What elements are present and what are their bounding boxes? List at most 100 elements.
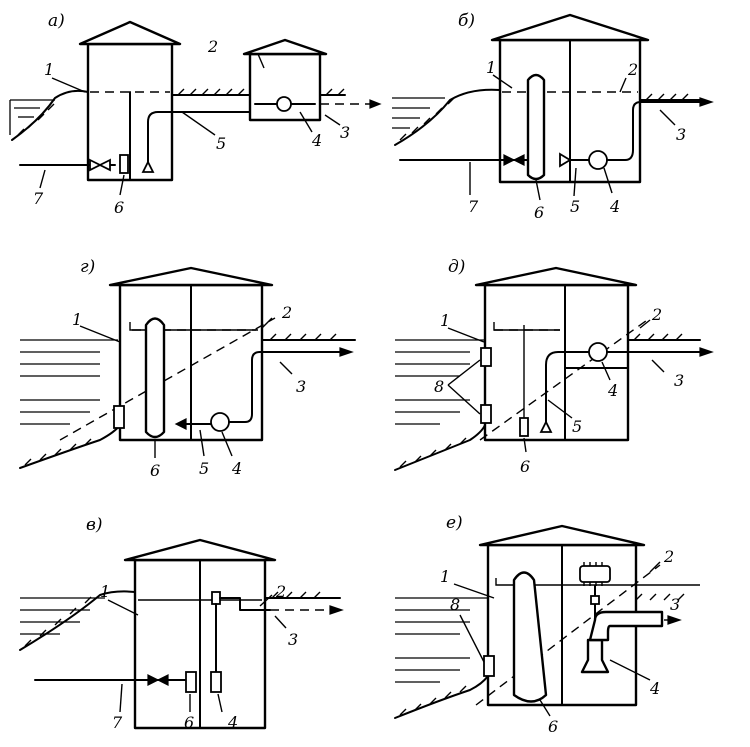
panel-a-bank-hatch <box>17 103 55 136</box>
panel-v: в) 1 2 3 4 6 7 <box>19 515 344 732</box>
panel-g-num-6: 6 <box>150 461 160 480</box>
panel-b-delivery-pipe <box>606 101 701 161</box>
panel-g-num-5: 5 <box>199 459 209 478</box>
panel-e-delivery-pipe <box>588 610 664 642</box>
panel-a-num-6: 6 <box>114 198 124 217</box>
panel-e-dashed-diagonal <box>475 564 661 706</box>
panel-a-num-5: 5 <box>216 134 226 153</box>
panel-a-valve <box>89 158 111 172</box>
panel-e-num-6: 6 <box>548 717 558 736</box>
panel-d-num-8: 8 <box>434 377 444 396</box>
panel-b-num-4: 4 <box>609 197 620 216</box>
panel-g-dashed-diagonal <box>59 317 276 441</box>
panel-e-bank <box>394 675 489 719</box>
panel-b-num-5: 5 <box>570 197 580 216</box>
panel-a-water <box>9 99 55 135</box>
panel-v-screen-6 <box>185 671 197 693</box>
panel-e-window <box>483 655 495 677</box>
panel-b-water <box>392 97 445 129</box>
panel-e-num-3: 3 <box>670 595 680 614</box>
panel-d-num-5: 5 <box>572 417 582 436</box>
panel-d-num-4: 4 <box>607 381 618 400</box>
panel-v-bank <box>19 590 136 651</box>
panel-v-num-7: 7 <box>112 713 123 732</box>
panel-d-screen-6 <box>519 417 529 437</box>
panel-b-label: б) <box>458 11 475 31</box>
panel-e: е) 1 2 3 4 <box>394 513 700 736</box>
panel-a-label: a) <box>48 11 65 31</box>
panel-g-window <box>113 405 125 429</box>
panel-a-num-4: 4 <box>311 131 322 150</box>
panel-d-suction-pipe-5 <box>545 351 591 426</box>
panel-b-num-2: 2 <box>627 60 638 79</box>
panel-e-motor <box>579 565 611 583</box>
panel-d-partition <box>564 284 629 441</box>
panel-d-pump-4 <box>588 342 608 362</box>
panel-e-num-2: 2 <box>663 547 674 566</box>
panel-d-label: д) <box>448 257 465 277</box>
panel-v-pump-4 <box>210 671 222 693</box>
panel-g-roof <box>108 266 274 287</box>
panel-v-water <box>20 597 105 635</box>
panel-e-water-level <box>495 578 700 586</box>
panel-e-label: е) <box>446 513 463 533</box>
panel-b-flow-arrow <box>699 97 714 107</box>
panel-v-num-1: 1 <box>100 582 110 601</box>
panel-g-water <box>20 339 118 425</box>
panel-d-flow-arrow <box>699 347 714 357</box>
panel-g-delivery-pipe <box>228 351 341 423</box>
panel-e-screen-6 <box>512 571 548 703</box>
panel-g-label: г) <box>80 257 95 277</box>
panel-d-dashed-diagonal <box>479 317 651 441</box>
panel-g-num-4: 4 <box>231 459 242 478</box>
panel-d-window-upper <box>480 347 492 367</box>
panel-g-num-1: 1 <box>72 310 82 329</box>
panel-a-pump-4 <box>276 96 292 112</box>
panel-b-roof <box>490 13 650 42</box>
panel-a-roof-1 <box>78 20 182 46</box>
panel-v-flow-arrow <box>329 605 344 615</box>
panel-g-bank <box>19 424 121 469</box>
panel-a-screen-6 <box>119 154 129 174</box>
panel-a-num-2: 2 <box>207 37 218 56</box>
panel-v-num-2: 2 <box>275 582 286 601</box>
panel-b-pump-4 <box>588 150 608 170</box>
panel-a-bank <box>11 89 89 141</box>
panel-v-num-6: 6 <box>184 713 194 732</box>
panel-a-flow-arrow <box>369 99 382 109</box>
panel-a-num-7: 7 <box>33 189 44 208</box>
panel-d: д) 1 <box>394 257 714 476</box>
panel-b-num-7: 7 <box>468 197 479 216</box>
panel-b-bank <box>394 88 501 146</box>
panel-a: a) <box>9 11 382 217</box>
panel-e-flow-arrow <box>667 615 682 625</box>
panel-g: г) 1 2 3 4 <box>19 257 356 480</box>
panel-b-num-3: 3 <box>676 125 686 144</box>
panel-e-roof <box>478 524 646 547</box>
panel-g-pump-4 <box>210 412 230 432</box>
panel-d-num-6: 6 <box>520 457 530 476</box>
panel-d-num-1: 1 <box>440 311 450 330</box>
panel-b: б) 1 2 3 4 5 6 <box>392 11 714 222</box>
panel-g-screen-6 <box>144 317 166 439</box>
panel-b-num-6: 6 <box>534 203 544 222</box>
panel-d-water <box>395 339 484 425</box>
panel-e-water <box>395 597 488 683</box>
panel-v-num-4: 4 <box>227 713 238 732</box>
panel-e-num-1: 1 <box>440 567 450 586</box>
panel-e-num-8: 8 <box>450 595 460 614</box>
panel-b-num-1: 1 <box>486 58 496 77</box>
panel-a-roof-2 <box>242 38 328 56</box>
panel-b-screen-6 <box>526 73 546 181</box>
panel-b-valve <box>503 154 525 166</box>
panel-a-num-3: 3 <box>340 123 350 142</box>
panel-e-num-4: 4 <box>649 679 660 698</box>
panel-d-num-3: 3 <box>674 371 684 390</box>
panel-v-label: в) <box>86 515 103 535</box>
panel-a-num-1: 1 <box>44 60 54 79</box>
panel-d-num-2: 2 <box>651 305 662 324</box>
panel-v-valve <box>147 674 169 686</box>
panel-g-flow-arrow <box>339 347 354 357</box>
panel-v-num-3: 3 <box>288 630 298 649</box>
